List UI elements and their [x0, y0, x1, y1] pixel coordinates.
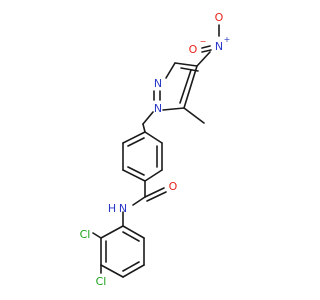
bond-c3-c4: [174, 62, 198, 67]
bond-methyl: [183, 107, 205, 124]
bond-ph-6: [122, 225, 145, 239]
bond-n1-c5: [162, 107, 185, 111]
bond-ring-4: [122, 169, 146, 182]
bond-ph-4-inner: [122, 261, 140, 272]
pyrazole-n1-label: N: [154, 102, 162, 115]
bond-nitro-o-left-1: [201, 45, 211, 49]
pyrazole-n2-label: N: [154, 77, 162, 90]
bond-co-2: [146, 191, 167, 202]
bond-c-cl-upper: [92, 232, 102, 239]
bond-ch2-ring: [142, 123, 146, 133]
amide-h-label: H: [108, 202, 116, 215]
nitro-n-label: N: [215, 40, 223, 53]
atom-labels: N + O O − N N O N H Cl Cl: [80, 11, 231, 288]
nitro-plus-label: +: [224, 35, 231, 44]
bond-ph-6-inner: [122, 231, 140, 242]
chlorine-upper-label: Cl: [80, 228, 91, 241]
molecule-structure: N + O O − N N O N H Cl Cl: [80, 11, 231, 288]
bonds: [92, 24, 220, 278]
bond-c4-n2: [165, 62, 176, 79]
bond-n1-ch2: [142, 111, 154, 125]
bond-ring-6-inner: [127, 137, 145, 147]
bond-c-n: [132, 196, 146, 206]
amide-o-label: O: [169, 180, 178, 193]
bond-ring-1: [144, 131, 163, 144]
nitro-minus-label: −: [200, 37, 207, 46]
nitro-o-top-label: O: [215, 11, 224, 24]
bond-ring-3: [144, 169, 163, 182]
bond-ring-4-inner: [127, 166, 145, 176]
bond-co-1: [144, 187, 165, 198]
bond-nitro-ring: [196, 51, 211, 67]
chlorine-lower-label: Cl: [96, 275, 107, 288]
bond-c5-c3: [183, 65, 198, 109]
amide-n-label: N: [119, 202, 127, 215]
bond-ph-1: [100, 225, 124, 239]
bond-ring-6: [122, 131, 146, 144]
bond-nitro-o-left-2: [201, 49, 212, 53]
nitro-o-left-label: O: [189, 43, 198, 56]
bond-ph-3: [100, 264, 124, 278]
bond-ph-4: [122, 264, 145, 278]
bond-c5-c3-inner: [179, 69, 192, 104]
